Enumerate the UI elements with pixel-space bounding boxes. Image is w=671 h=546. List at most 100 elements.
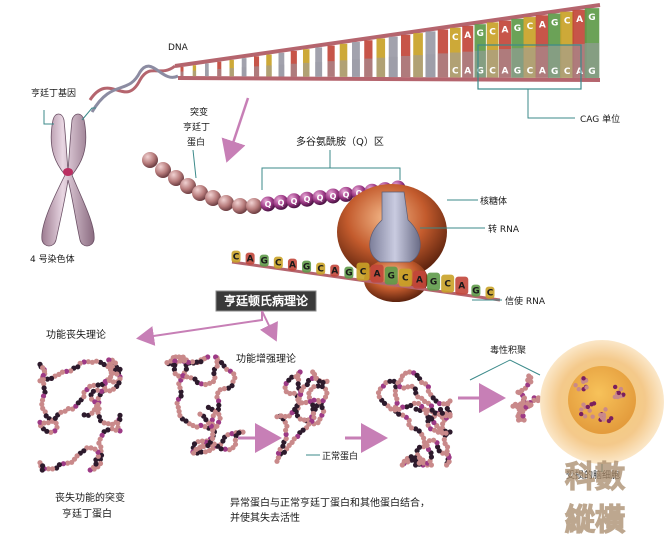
tangle-bead [403,370,409,376]
mutant-protein-label-3: 蛋白 [187,136,205,148]
polyq-letter: Q [265,200,272,209]
arrow-to-loss [136,311,263,346]
mrna-base [471,284,481,297]
tangle-bead [41,381,47,387]
cell-aggregate-bead [612,384,618,390]
tangle-bead [68,368,74,374]
dna-rung-half [388,56,398,78]
dna-rung-half [229,68,234,77]
tangle-bead [420,460,427,466]
tangle-bead [41,385,47,391]
tangle-bead [172,358,178,364]
polyq-bracket [261,167,401,190]
cell-aggregate-bead [603,407,608,412]
dna-rung-half [449,52,461,78]
mrna-base [316,262,326,275]
dna-base-letter: G [476,29,483,39]
mrna-base [330,264,340,277]
tangle-bead [174,400,180,406]
mrna-base [273,256,283,269]
tangle-bead [435,444,441,450]
tangle-bead [44,376,51,382]
mrna-base [344,266,354,279]
tangle-bead [117,428,123,434]
mrna-base-letter: C [360,268,367,278]
mrna-base-letter: G [345,269,352,279]
tangle-bead [102,387,109,393]
tangle-bead [428,403,435,409]
tangle-bead [319,404,325,411]
tangle-bead [274,414,280,420]
chromosome-4 [41,113,95,247]
tangle-bead [400,412,406,418]
tangle-bead [427,458,433,464]
protein-bead [205,190,221,206]
dna-base-letter: C [527,67,534,77]
tangle-bead [199,438,205,444]
tangle-bead [412,455,418,461]
tangle-bead [113,427,119,433]
mrna-base [398,268,412,287]
tangle-bead [394,400,400,406]
tangle-bead [60,461,66,467]
tangle-bead [117,376,123,382]
tangle-bead [202,424,208,430]
dna-base-letter: A [576,15,583,25]
mrna-base-letter: A [374,270,381,280]
dna-rung [449,27,461,78]
tangle-bead [95,410,101,416]
tangle-bead [198,359,204,365]
tangle-bead [210,413,216,419]
dna-rung-half [523,47,537,78]
tangle-bead [226,447,232,453]
tangle-bead [97,436,103,442]
tangle-bead [212,375,218,381]
tangle-bead [301,417,307,423]
mrna-base-letter: C [444,280,451,290]
tangle-bead [405,384,411,390]
protein-bead [232,198,248,214]
mrna-base-letter: G [430,278,437,288]
dna-rung-half [413,55,423,78]
tangle-bead [298,391,304,397]
tangle-bead [414,448,420,454]
dna-rung-half [290,63,297,77]
tangle-bead [87,383,93,389]
tangle-bead [209,417,215,423]
tangle-bead [41,368,48,374]
transcription-arrow [221,97,250,163]
tangle-bead [96,406,102,412]
dna-base-letter: A [502,26,509,36]
dna-rung-half [535,46,549,78]
tangle-bead [175,404,181,410]
dna-base-letter: G [588,13,595,23]
tangle-bead [297,416,303,422]
polyq-letter: Q [356,189,363,198]
arrow-to-gain [259,310,278,342]
tangle-bead [217,415,223,421]
dna-base-letter: C [564,67,571,77]
dna-rung-half [511,48,524,78]
theory-title: 亨廷顿氏病理论 [224,293,309,308]
protein-bead [168,170,184,186]
tangle-bead [310,402,316,408]
tangle-bead [214,363,220,369]
cell-aggregate-bead [581,376,586,381]
polyq-bead [299,191,315,207]
cell-aggregate-bead [579,411,584,417]
mutant-protein-label-1: 突变 [190,106,208,118]
tangle-bead [95,402,101,408]
tangle-bead [181,358,188,364]
mrna-base [356,262,370,281]
tangle-bead [392,392,398,398]
mrna-base-letter: A [458,282,465,292]
tangle-bead [392,388,398,394]
mrna-base-letter: G [303,263,310,273]
tangle-bead [105,421,111,427]
tangle-bead [54,465,60,471]
protein-bead [246,198,262,214]
tangle-bead [394,396,400,402]
tangle-bead [324,378,330,384]
huntingtin-gene-label: 亨廷丁基因 [31,87,76,99]
tangle-bead [425,418,431,424]
